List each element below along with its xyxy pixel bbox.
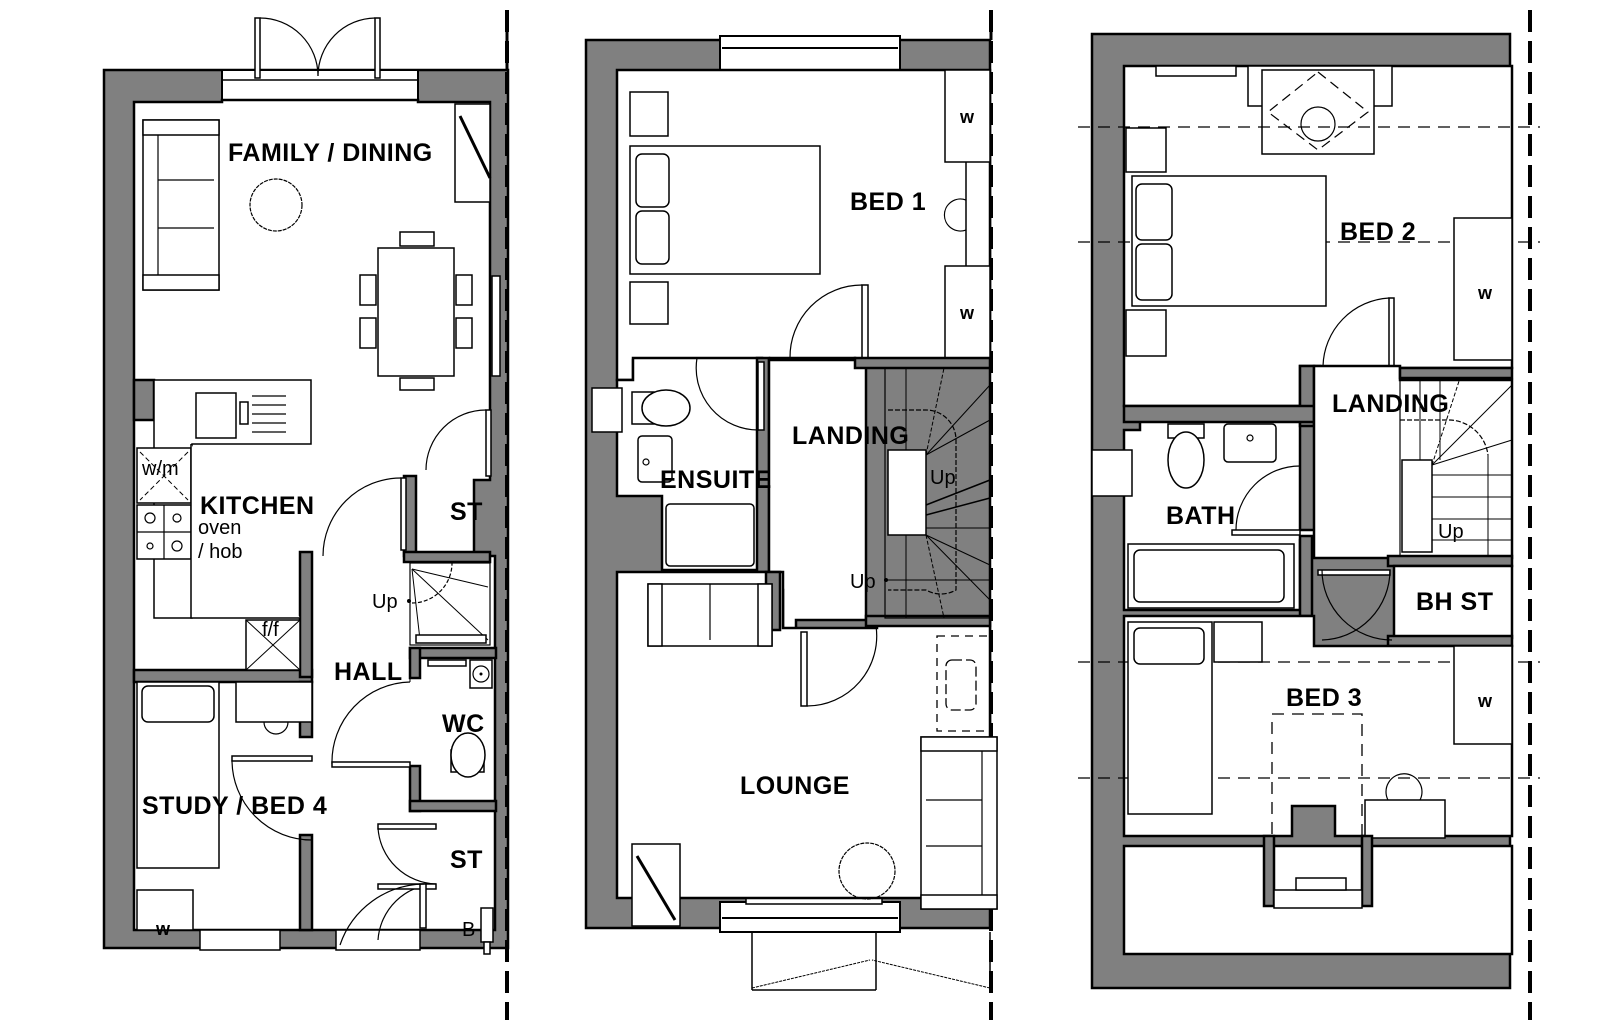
room-label-bed3: BED 3 [1286, 684, 1363, 712]
room-label-landing-2: LANDING [1332, 390, 1450, 418]
fridge-freezer-label: f/f [262, 619, 279, 641]
wardrobe-label-bed2: w [1478, 283, 1493, 303]
ground-floor-plan [102, 10, 510, 1020]
room-label-kitchen: KITCHEN [200, 492, 315, 520]
room-label-lounge: LOUNGE [740, 772, 850, 800]
room-label-hall: HALL [334, 658, 403, 686]
room-label-study-bed4: STUDY / BED 4 [142, 792, 328, 820]
kitchen-note-hob: / hob [198, 541, 243, 563]
room-label-store-upper: ST [450, 498, 483, 526]
second-floor-plan [1078, 10, 1540, 1020]
room-label-bh-store: BH ST [1416, 588, 1494, 616]
washing-machine-label: w/m [142, 458, 179, 480]
boiler-label: B [462, 919, 476, 941]
kitchen-note-oven: oven [198, 517, 242, 539]
stairs-up-label: Up [372, 591, 398, 613]
room-label-family-dining: FAMILY / DINING [228, 139, 433, 167]
stairs-up-label-3: Up [1438, 521, 1464, 543]
room-label-bed2: BED 2 [1340, 218, 1417, 246]
room-label-bed1: BED 1 [850, 188, 927, 216]
room-label-ensuite: ENSUITE [660, 466, 772, 494]
room-label-landing: LANDING [792, 422, 910, 450]
wardrobe-label-1: w [960, 107, 975, 127]
stairs-up-label-2: Up [850, 571, 876, 593]
wardrobe-label-2: w [960, 303, 975, 323]
first-floor-plan [584, 10, 998, 1020]
room-label-bath: BATH [1166, 502, 1236, 530]
stairs-up-label-1: Up [930, 467, 956, 489]
room-label-store-lower: ST [450, 846, 483, 874]
room-label-wc: WC [442, 710, 485, 738]
wardrobe-label: w [156, 919, 171, 939]
wardrobe-label-bed3: w [1478, 691, 1493, 711]
